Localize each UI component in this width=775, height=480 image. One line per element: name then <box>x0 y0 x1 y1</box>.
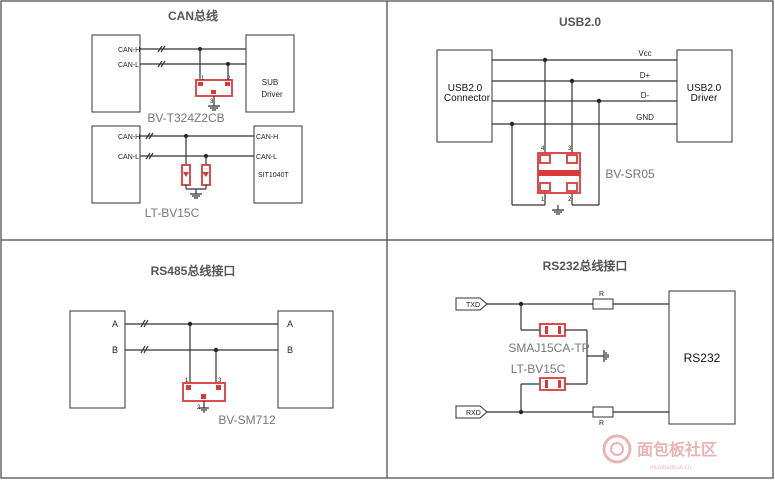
diode-symbol <box>558 380 561 388</box>
watermark-text: 面包板社区 <box>637 440 717 459</box>
rs232-chip-box <box>668 290 736 425</box>
can-title: CAN总线 <box>168 8 218 23</box>
pin-pad <box>539 182 551 192</box>
pin-pad <box>211 90 216 94</box>
break-mark <box>157 45 166 53</box>
part-bv-sr05: BV-SR05 <box>605 167 655 181</box>
rs485-a-left: A <box>112 319 118 329</box>
watermark-url: mianbaoban.cn <box>650 465 691 471</box>
usb-driver-label-2: Driver <box>691 93 718 104</box>
rxd-port <box>455 405 488 419</box>
pin-number: 3 <box>218 378 222 384</box>
pin-number: 1 <box>541 197 545 203</box>
pin-pad <box>201 394 206 399</box>
txd-port <box>455 297 488 311</box>
pin-number: 3 <box>210 99 214 105</box>
break-mark <box>157 60 166 68</box>
rs485-left-box <box>69 310 126 409</box>
pin-pad <box>539 154 551 164</box>
rs232-chip-label: RS232 <box>684 351 721 365</box>
usb-connector-label-1: USB2.0 <box>448 83 483 94</box>
part-lt-bv15c-rs232: LT-BV15C <box>511 362 566 376</box>
pin-number: 2 <box>227 76 231 82</box>
part-bv-t324z2cb: BV-T324Z2CB <box>147 111 224 125</box>
can-left-box-1 <box>91 34 141 113</box>
pin-number: 3 <box>568 146 572 152</box>
break-mark <box>140 345 149 354</box>
rs485-title: RS485总线接口 <box>151 263 236 278</box>
gnd-label: GND <box>636 113 654 122</box>
diode-symbol <box>183 172 209 177</box>
sub-driver-box <box>245 34 295 113</box>
part-smaj15ca-tp: SMAJ15CA-TP <box>508 341 589 355</box>
chip-band <box>538 170 580 176</box>
rs232-title: RS232总线接口 <box>543 258 628 273</box>
diode-symbol <box>545 380 548 388</box>
pin-pad <box>186 385 191 390</box>
part-lt-bv15c: LT-BV15C <box>145 206 200 220</box>
pin-number: 1 <box>201 76 205 82</box>
part-bv-sm712: BV-SM712 <box>218 413 276 427</box>
ground-icon <box>208 105 220 111</box>
vcc-label: Vcc <box>638 49 651 58</box>
can-l-label-1: CAN-L <box>118 62 139 69</box>
break-mark <box>145 132 154 140</box>
sit1040t-box <box>253 125 303 204</box>
resistor-r2-label: R <box>599 420 604 427</box>
sub-driver-label-2: Driver <box>261 90 283 99</box>
pin-pad <box>198 82 203 86</box>
usb-driver-box <box>676 49 733 143</box>
ground-icon <box>603 350 609 362</box>
pin-pad <box>566 154 578 164</box>
watermark-logo-icon <box>602 434 632 464</box>
chip-sit1040t: SIT1040T <box>258 172 289 179</box>
usb-driver-label-1: USB2.0 <box>687 83 722 94</box>
watermark-logo-icon <box>610 442 624 456</box>
pin-number: 4 <box>541 146 545 152</box>
resistor-r2 <box>592 406 614 418</box>
resistor-r1-label: R <box>599 291 604 298</box>
dminus-label: D- <box>641 91 650 100</box>
sub-driver-label-1: SUB <box>262 78 278 87</box>
can-panel: CAN总线 SUB Driver CAN-H CAN-L 1 2 3 BV-T3… <box>91 8 303 220</box>
pin-pad <box>216 385 221 390</box>
can-h-label-1: CAN-H <box>118 47 140 54</box>
rxd-label: RXD <box>466 410 481 417</box>
diode-symbol <box>545 326 548 334</box>
rs485-right-box <box>277 310 334 409</box>
dplus-label: D+ <box>640 71 651 80</box>
pin-number: 1 <box>185 378 189 384</box>
lt-bv15c-tvs <box>539 377 566 391</box>
resistor-r1 <box>592 298 614 310</box>
rs485-panel: RS485总线接口 A B A B 1 3 2 BV-SM712 <box>69 263 334 427</box>
ground-icon <box>190 193 202 199</box>
usb-connector-label-2: Connector <box>444 93 491 104</box>
can-l-label-2: CAN-L <box>118 154 139 161</box>
can-l-label-3: CAN-L <box>256 154 277 161</box>
watermark: 面包板社区 mianbaoban.cn <box>602 434 717 471</box>
pin-pad <box>225 82 230 86</box>
usb-connector-box <box>436 49 493 143</box>
pin-pad <box>566 182 578 192</box>
diode-symbol <box>558 326 561 334</box>
rs485-b-left: B <box>112 345 118 355</box>
can-h-label-2: CAN-H <box>118 134 140 141</box>
break-mark <box>145 152 154 160</box>
rs232-panel: RS232总线接口 RS232 TXD RXD R R SMAJ15CA-TP <box>455 258 736 427</box>
break-mark <box>140 319 149 328</box>
usb-title: USB2.0 <box>559 15 601 29</box>
rs485-a-right: A <box>287 319 293 329</box>
txd-label: TXD <box>466 302 480 309</box>
pin-number: 2 <box>568 197 572 203</box>
can-left-box-2 <box>91 125 141 204</box>
can-h-label-3: CAN-H <box>256 134 278 141</box>
ground-icon <box>199 407 209 413</box>
usb-panel: USB2.0 USB2.0 Connector USB2.0 Driver Vc… <box>436 15 733 215</box>
ground-icon <box>552 209 564 215</box>
rs485-b-right: B <box>287 345 293 355</box>
smaj15ca-tvs <box>539 323 566 337</box>
